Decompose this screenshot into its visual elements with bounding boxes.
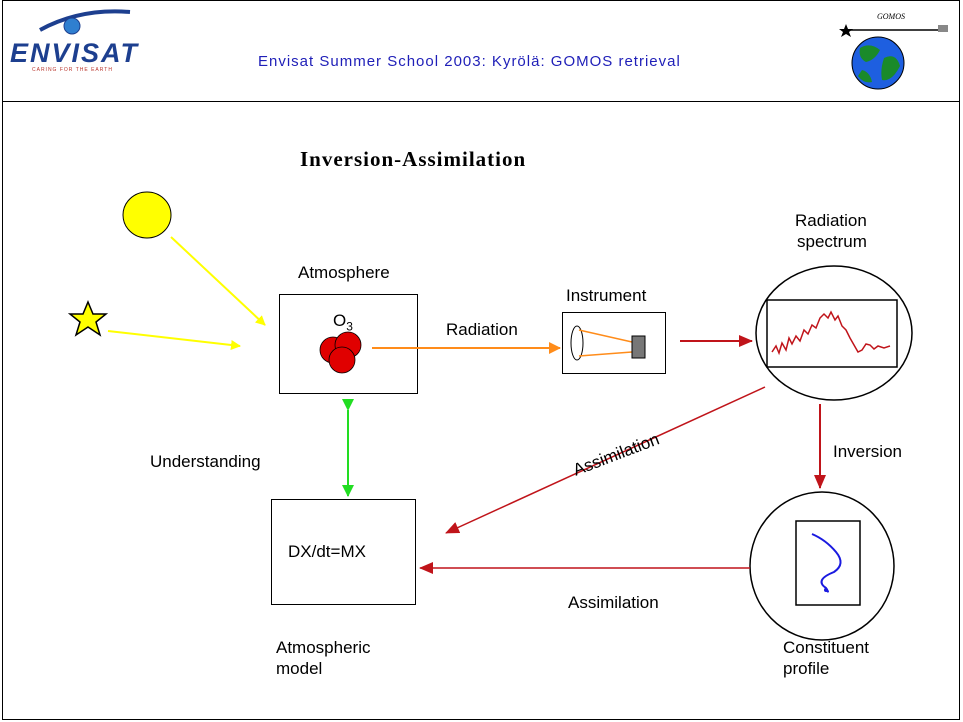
constituent-profile-label-1: Constituent	[783, 638, 869, 657]
radiation-spectrum-label-2: spectrum	[797, 232, 867, 251]
o3-subscript: 3	[346, 319, 353, 334]
constituent-profile-label-2: profile	[783, 659, 830, 678]
horizontal-assimilation-label: Assimilation	[568, 593, 659, 612]
gomos-satellite-icon	[938, 25, 948, 32]
envisat-logo-tagline: CARING FOR THE EARTH	[32, 67, 113, 73]
instrument-label: Instrument	[566, 286, 647, 305]
ozone-molecule-icon	[319, 331, 362, 374]
o3-text: O	[333, 311, 347, 330]
gomos-logo-label: GOMOS	[877, 12, 905, 21]
diagonal-assimilation-arrow	[445, 386, 766, 534]
atmospheric-model-label-1: Atmospheric	[276, 638, 371, 657]
telescope-icon	[570, 325, 646, 361]
star-icon	[67, 300, 109, 337]
inversion-label: Inversion	[833, 442, 902, 461]
star-ray-arrow	[107, 330, 241, 350]
o3-label: O3	[333, 310, 353, 337]
understanding-label: Understanding	[150, 452, 261, 471]
sun-icon	[122, 191, 172, 239]
gomos-earth-icon	[851, 36, 905, 90]
slide-title: Inversion-Assimilation	[300, 147, 527, 171]
model-box	[271, 499, 416, 605]
spectrum-plot-frame	[766, 299, 898, 368]
sun-ray-arrow	[170, 236, 266, 326]
spectrum-curve	[771, 310, 891, 356]
model-equation-label: DX/dt=MX	[288, 542, 366, 561]
gomos-star-icon	[839, 24, 853, 37]
envisat-globe-icon	[63, 17, 81, 35]
atmospheric-model-label-2: model	[276, 659, 323, 678]
envisat-swoosh-icon	[39, 9, 131, 32]
radiation-label: Radiation	[446, 320, 518, 339]
atmosphere-label: Atmosphere	[298, 263, 390, 282]
envisat-logo-text: ENVISAT	[10, 38, 140, 68]
header-divider	[2, 101, 960, 102]
radiation-spectrum-label-1: Radiation	[795, 211, 867, 230]
header-title: Envisat Summer School 2003: Kyrölä: GOMO…	[258, 53, 681, 70]
